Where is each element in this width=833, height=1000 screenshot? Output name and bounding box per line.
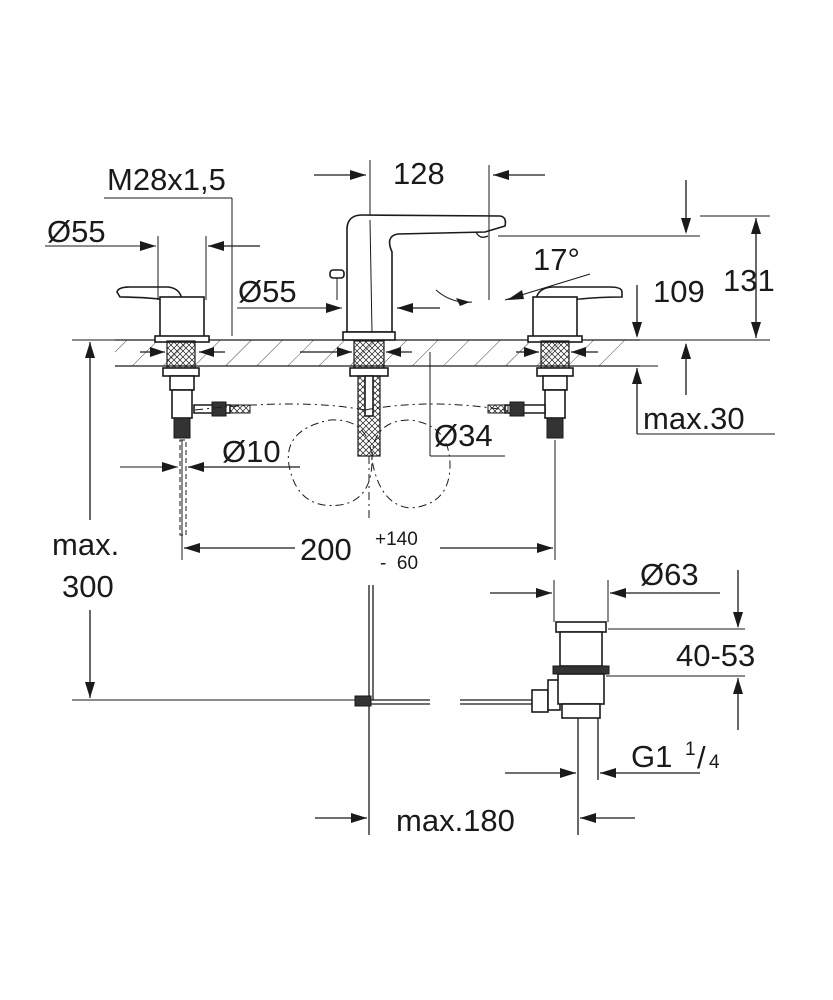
spout-body [329, 214, 507, 457]
dia55-left-label: Ø55 [47, 214, 106, 249]
dimension-lines [45, 160, 775, 823]
max300-label-bottom: 300 [62, 569, 114, 604]
max180-label: max.180 [396, 803, 515, 838]
spread-plus-label: +140 [375, 529, 418, 550]
dia10-label: Ø10 [222, 434, 281, 469]
dia55-mid-label: Ø55 [238, 274, 297, 309]
g-thread-label: G1 [631, 739, 672, 774]
spread-main-label: 200 [300, 532, 352, 567]
spout-reach-label: 128 [393, 156, 445, 191]
left-handle-valve [116, 286, 251, 536]
drain-assembly [354, 585, 610, 835]
thread-label: M28x1,5 [107, 162, 226, 197]
max300-label-top: max. [52, 527, 119, 562]
spread-minus-label: - 60 [380, 553, 418, 574]
g-fraction-slash: / [697, 740, 706, 775]
angle-label: 17° [533, 242, 580, 277]
hose-swing-arcs [194, 403, 506, 520]
range-40-53-label: 40-53 [676, 638, 755, 673]
height-109-label: 109 [653, 274, 705, 309]
max30-label: max.30 [643, 401, 745, 436]
g-fraction-num: 1 [685, 739, 696, 760]
height-131-label: 131 [723, 263, 775, 298]
dia63-label: Ø63 [640, 557, 699, 592]
dia34-label: Ø34 [434, 418, 493, 453]
g-fraction-den: 4 [709, 752, 720, 773]
